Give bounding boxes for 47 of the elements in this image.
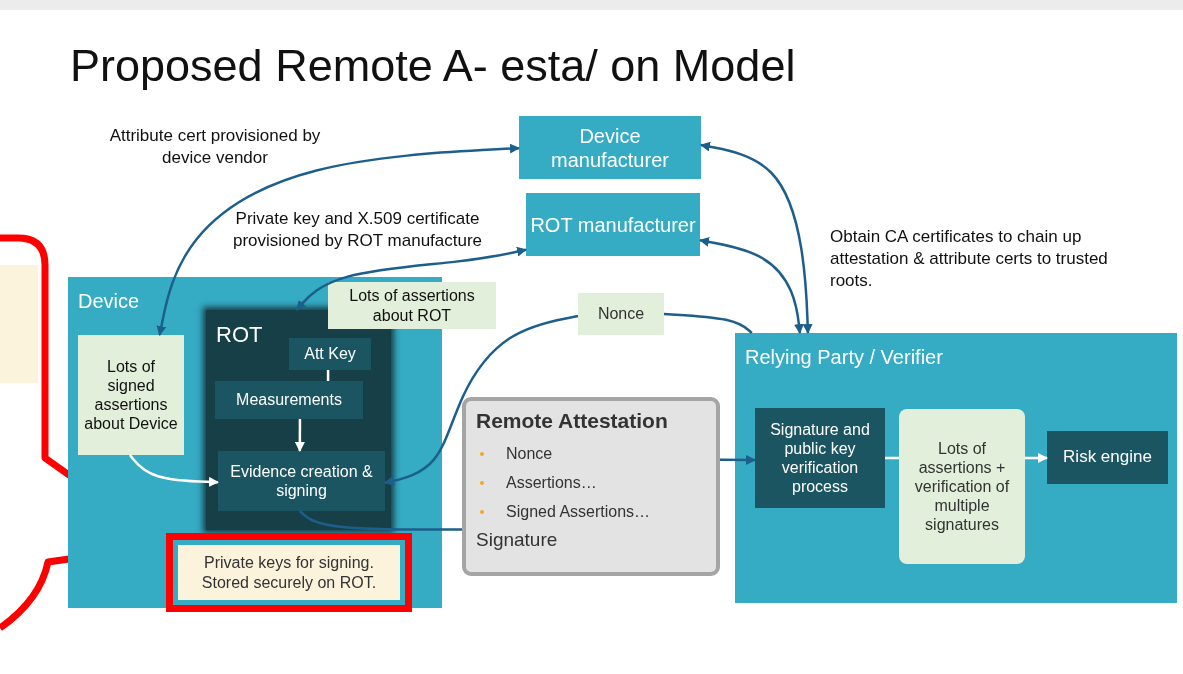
process-box [1047, 431, 1168, 484]
slide-title: Proposed Remote A- esta/ on Model [70, 40, 796, 92]
nonce-box [578, 293, 664, 335]
connector-arrow [156, 143, 520, 336]
box-label: Nonce [597, 304, 645, 324]
message-box [462, 397, 720, 576]
message-heading: Remote Attestation [476, 409, 669, 433]
box-label: Att Key [304, 344, 356, 364]
connector-arrow [295, 246, 527, 311]
connector-arrow [294, 419, 305, 452]
verifier-container [735, 333, 1177, 603]
connector-arrow [720, 454, 756, 465]
connector-arrow [128, 454, 219, 487]
box-label: Lots of signed assertions about Device [83, 356, 179, 434]
container-title: Relying Party / Verifier [745, 345, 943, 369]
box-label: Device manufacturer [550, 123, 670, 172]
connector-arrow [700, 141, 813, 334]
note-box [178, 545, 400, 600]
annotation-text: Private key and X.509 certificate provisioned by ROT manufacture [231, 208, 484, 253]
box-label: Private keys for signing. Stored securely on ROT. [200, 553, 378, 592]
assertions-box [328, 282, 496, 329]
container-title: Device [78, 289, 140, 313]
annotation-text: Obtain CA certificates to chain up attestation & attribute certs to trusted roots. [830, 226, 1109, 293]
organization-box [526, 193, 700, 256]
message-field: Nonce [506, 444, 553, 463]
connector-arrow [1025, 453, 1048, 463]
box-label: Signature and public key verification process [769, 419, 871, 497]
box-label: Measurements [236, 390, 342, 410]
container-title: ROT [216, 322, 263, 349]
box-label: Risk engine [1063, 447, 1152, 468]
message-field: Signed Assertions… [506, 502, 651, 521]
assertions-box [78, 335, 184, 455]
assertions-box [899, 409, 1025, 564]
process-box [289, 338, 371, 370]
box-label: ROT manufacturer [530, 212, 696, 237]
message-field: Assertions… [506, 473, 597, 492]
box-label: Lots of assertions + verification of multiple signatures [913, 438, 1011, 535]
message-field: Signature [476, 529, 706, 551]
box-label: Lots of assertions about ROT [348, 286, 476, 325]
process-box [215, 381, 363, 419]
box-label: Evidence creation & signing [229, 461, 374, 501]
connector-arrow [699, 236, 804, 334]
annotation-text: Attribute cert provisioned by device vendor [108, 125, 322, 170]
connector-arrow [384, 314, 579, 486]
process-box [218, 451, 385, 511]
organization-box [519, 116, 701, 179]
process-box [755, 408, 885, 508]
